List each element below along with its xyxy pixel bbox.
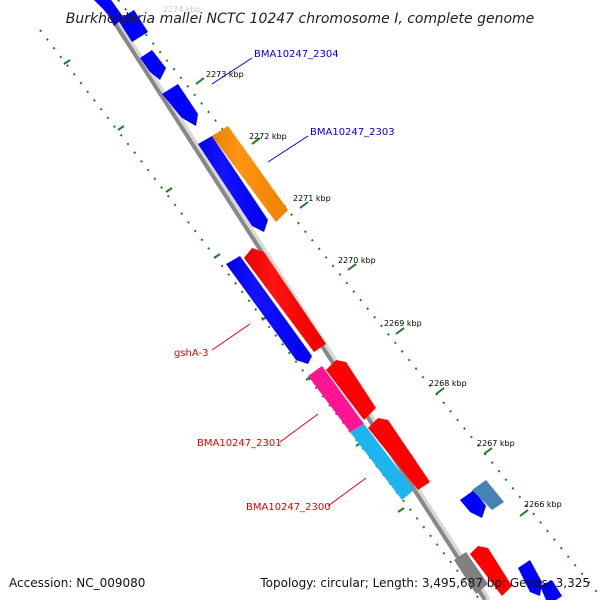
scale-label: 2272 kbp: [249, 132, 287, 141]
gene-arrow[interactable]: [92, 0, 124, 26]
gene-arrow[interactable]: [326, 360, 376, 420]
gene-arrow[interactable]: [518, 560, 542, 596]
inner-dotted-ring: [39, 29, 481, 600]
scale-label: 2273 kbp: [206, 70, 244, 79]
gene-arrow[interactable]: [460, 490, 486, 518]
gene-label-bma10247-2301[interactable]: BMA10247_2301: [197, 438, 282, 449]
gene-arrow[interactable]: [350, 424, 414, 500]
accession-label: Accession: NC_009080: [9, 576, 145, 590]
gene-arrow[interactable]: [540, 580, 562, 600]
gene-label-bma10247-2303[interactable]: BMA10247_2303: [310, 127, 395, 138]
scale-label: 2268 kbp: [429, 379, 467, 388]
scale-label: 2270 kbp: [338, 256, 376, 265]
gene-arrow[interactable]: [472, 480, 504, 510]
gene-label-bma10247-2300[interactable]: BMA10247_2300: [246, 502, 331, 513]
scale-label: 2266 kbp: [524, 500, 562, 509]
gene-arrow[interactable]: [454, 552, 488, 594]
map-title: Burkholderia mallei NCTC 10247 chromosom…: [66, 11, 535, 27]
gene-arrow[interactable]: [308, 366, 364, 432]
shading-overlay: [198, 126, 326, 364]
forward-strand-genes: [212, 126, 512, 596]
gene-arrow[interactable]: [118, 10, 148, 42]
gene-label-bma10247-2304[interactable]: BMA10247_2304: [254, 49, 339, 60]
gene-labels: BMA10247_2304 BMA10247_2303 gshA-3 BMA10…: [174, 49, 395, 513]
gene-arrow[interactable]: [140, 50, 166, 80]
tick-marks: [63, 59, 529, 517]
scale-label: 2267 kbp: [477, 439, 515, 448]
outer-dotted-ring: [117, 0, 600, 597]
scale-labels: 2274 kbp 2273 kbp 2272 kbp 2271 kbp 2270…: [163, 5, 562, 509]
scale-label: 2271 kbp: [293, 194, 331, 203]
gene-label-gsha-3[interactable]: gshA-3: [174, 348, 209, 359]
gene-arrow[interactable]: [470, 546, 512, 596]
scale-label: 2269 kbp: [384, 319, 422, 328]
topology-summary: Topology: circular; Length: 3,495,687 bp…: [259, 576, 590, 590]
scale-label: 2274 kbp: [163, 5, 201, 14]
leader-lines: [211, 57, 367, 507]
gene-arrow[interactable]: [368, 418, 430, 490]
gene-arrow[interactable]: [162, 84, 198, 126]
